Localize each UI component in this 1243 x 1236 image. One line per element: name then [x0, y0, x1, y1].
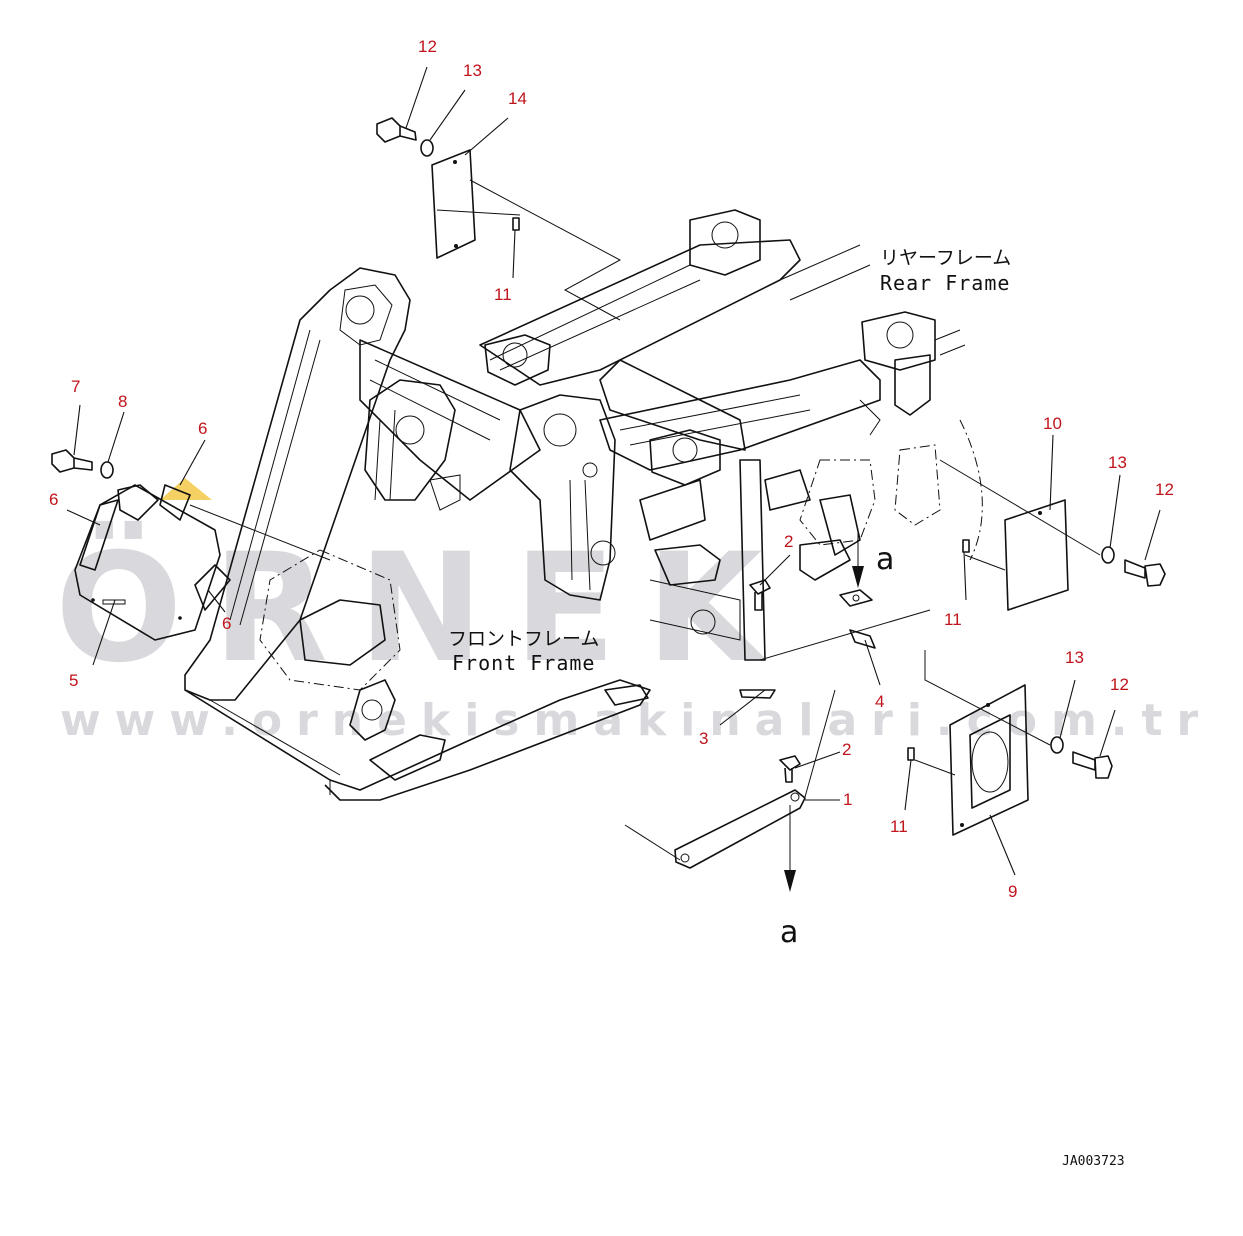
- callout-10: 10: [1043, 414, 1062, 433]
- callout-12-top: 12: [418, 37, 437, 56]
- callout-6-right: 6: [222, 614, 231, 633]
- part-8-washer-left: [100, 461, 114, 479]
- part-1-link-bar: [674, 789, 806, 869]
- part-11-shim-top: [512, 217, 520, 231]
- callout-numbers: 12 13 14 11 7 8 6 6 6 5 10 13 12 11 2 4 …: [49, 37, 1174, 901]
- watermark-accent-left: [160, 478, 212, 500]
- callout-8: 8: [118, 392, 127, 411]
- callout-11-mid: 11: [944, 610, 962, 629]
- callout-13-top: 13: [463, 61, 482, 80]
- watermark-url: www.ornekismakinalari.com.tr: [60, 695, 1212, 746]
- part-12-bolt-mid: [1124, 559, 1166, 587]
- part-13-washer-low: [1050, 736, 1064, 754]
- callout-12-low: 12: [1110, 675, 1129, 694]
- part-3-pin: [739, 689, 776, 699]
- drawing-code: JA003723: [1062, 1154, 1125, 1169]
- callout-4: 4: [875, 692, 884, 711]
- assembly-line-top-2: [436, 209, 521, 216]
- part-2-bolt-top: [749, 579, 771, 611]
- callout-12-mid: 12: [1155, 480, 1174, 499]
- callout-14: 14: [508, 89, 527, 108]
- callout-6-top: 6: [198, 419, 207, 438]
- part-7-bolt-left: [51, 449, 93, 473]
- part-4-plate: [849, 629, 876, 649]
- part-9-cover-plate: [949, 684, 1029, 836]
- part-13-washer-top: [420, 139, 434, 157]
- part-11-shim-low: [907, 747, 915, 761]
- watermark: ÖRNEK www.ornekismakinalari.com.tr: [55, 478, 1212, 746]
- assembly-line-right: [939, 459, 1101, 571]
- arrow-head-lower: [784, 870, 796, 892]
- assembly-lines-bottom: [624, 609, 931, 861]
- callout-3: 3: [699, 729, 708, 748]
- part-bracket-a: [839, 589, 873, 607]
- rear-frame-drawing: [479, 209, 983, 661]
- part-12-bolt-top: [376, 117, 417, 143]
- frame-labels: リヤーフレーム Rear Frame フロントフレーム Front Frame: [448, 247, 1011, 675]
- callout-13-mid: 13: [1108, 453, 1127, 472]
- part-14-cover-plate: [431, 149, 476, 259]
- part-10-cover-plate: [1004, 499, 1069, 611]
- callout-13-low: 13: [1065, 648, 1084, 667]
- watermark-brand: ÖRNEK: [55, 520, 792, 696]
- leader-lines: [66, 66, 1161, 876]
- callout-6-left: 6: [49, 490, 58, 509]
- part-12-bolt-low: [1072, 751, 1113, 779]
- callout-7: 7: [71, 377, 80, 396]
- part-11-shim-mid: [962, 539, 970, 553]
- assembly-line-left: [189, 504, 331, 561]
- callout-1: 1: [843, 790, 852, 809]
- front-frame-drawing: [184, 267, 651, 801]
- assembly-line-lower-right: [914, 650, 1051, 776]
- callout-2-bottom: 2: [842, 740, 851, 759]
- callout-5: 5: [69, 671, 78, 690]
- callout-11-low: 11: [890, 817, 908, 836]
- rear-frame-label-en: Rear Frame: [880, 271, 1010, 295]
- callout-9: 9: [1008, 882, 1017, 901]
- front-frame-label-jp: フロントフレーム: [448, 628, 599, 650]
- arrow-head-upper: [852, 566, 864, 588]
- callout-11-top: 11: [494, 285, 512, 304]
- rear-frame-label-jp: リヤーフレーム: [880, 247, 1011, 269]
- arrow-ref-lower: a: [780, 915, 798, 950]
- callout-2-top: 2: [784, 532, 793, 551]
- part-13-washer-mid: [1101, 546, 1115, 564]
- front-frame-label-en: Front Frame: [452, 651, 595, 675]
- arrow-ref-upper: a: [876, 542, 894, 577]
- part-5-cover: [74, 484, 231, 641]
- part-2-bolt-bottom: [779, 755, 801, 783]
- assembly-line-top: [469, 179, 622, 321]
